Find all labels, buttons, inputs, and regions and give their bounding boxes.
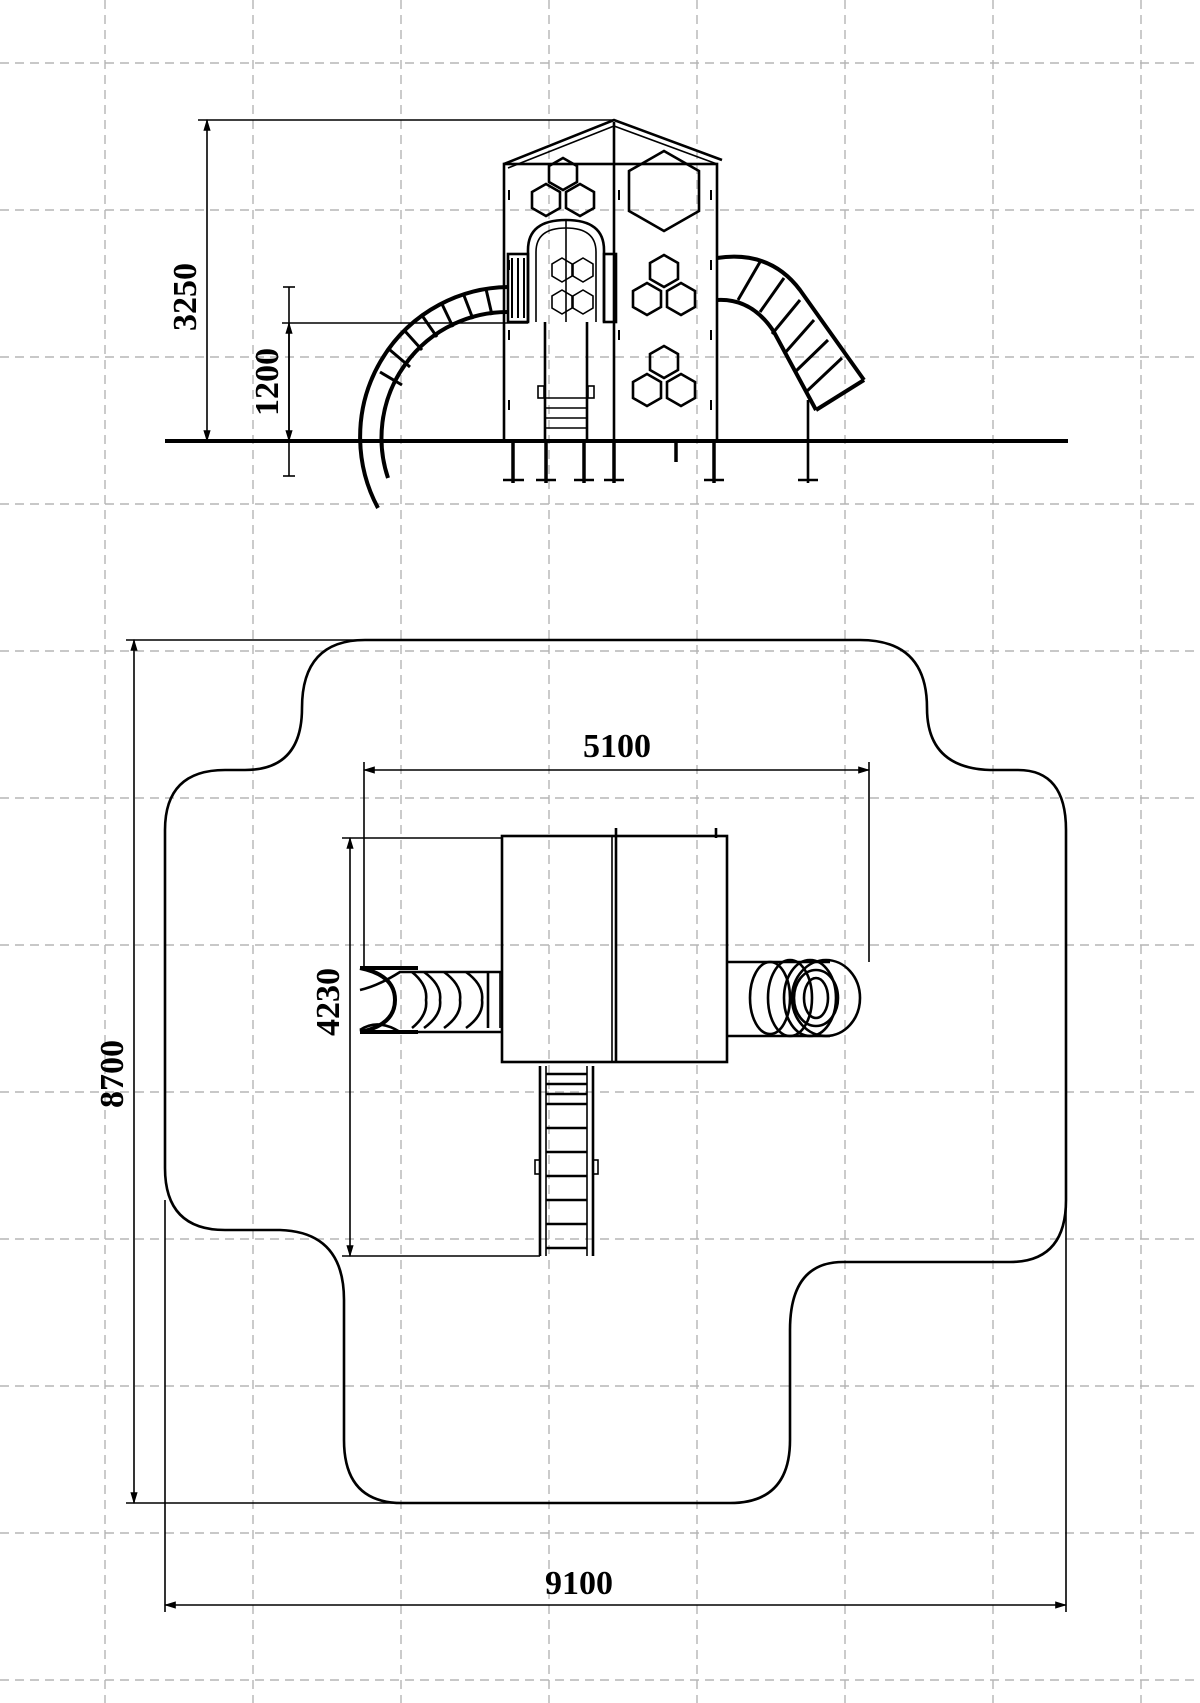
dim-label-1200: 1200 [249,348,286,416]
dimension-depth-zone: 8700 [94,638,402,1505]
hex-panel-left-upper [530,156,596,218]
dimension-height-platform: 1200 [249,286,528,477]
arched-entrance [506,218,618,324]
dim-label-9100: 9100 [545,1565,613,1602]
dimension-height-total: 3250 [167,118,614,443]
spiral-slide-left [358,285,509,509]
dim-label-4230: 4230 [310,968,347,1036]
dim-label-8700: 8700 [94,1040,131,1108]
hex-window-large [627,149,701,233]
front-ladder [537,322,595,441]
plan-view: 5100 4230 8700 9100 [94,638,1068,1612]
plan-slide-left [359,966,502,1034]
dim-label-5100: 5100 [583,728,651,765]
elevation-view: 3250 1200 [165,118,1068,509]
dim-label-3250: 3250 [167,263,204,331]
safety-zone-outline [163,638,1068,1505]
dimension-width-zone: 9100 [163,1200,1068,1612]
hex-panel-right-lower [631,344,697,408]
dimension-width-equipment: 5100 [362,728,871,968]
curved-slide-right [716,254,866,483]
tower [502,118,724,483]
hex-panel-right-middle [631,253,697,317]
platform-top [500,828,729,1064]
plan-spiral-slide-right [727,958,862,1038]
dimension-depth-equipment: 4230 [310,836,540,1258]
plan-ladder [534,1066,599,1256]
